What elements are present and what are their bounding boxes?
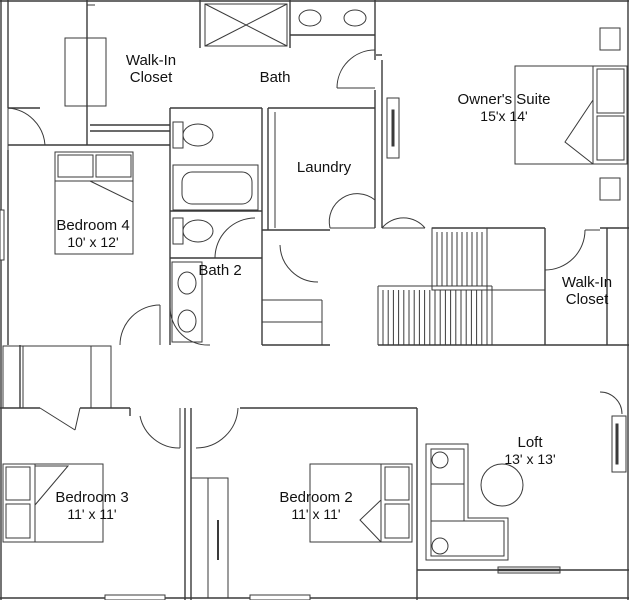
- room-name: Bedroom 2: [279, 489, 353, 506]
- room-name: Bath: [259, 69, 291, 86]
- room-name: Walk-In: [561, 274, 613, 291]
- room-name: Closet: [129, 69, 173, 86]
- windows: [0, 209, 561, 600]
- loft-tv-console: [611, 415, 627, 473]
- room-label-laundry: Laundry: [288, 159, 360, 176]
- room-dimensions: 10' x 12': [67, 234, 119, 250]
- hall-closet: [2, 345, 112, 409]
- closet-shelves: [64, 4, 400, 159]
- room-label-bath-2: Bath 2: [188, 262, 252, 279]
- room-name: Closet: [565, 291, 609, 308]
- room-label-bath: Bath: [245, 69, 305, 86]
- room-label-bedroom-3: Bedroom 3 11' x 11': [44, 489, 140, 523]
- room-dimensions: 13' x 13': [504, 451, 556, 467]
- nightstands: [599, 27, 621, 201]
- laundry-fixtures: [262, 112, 323, 345]
- room-dimensions: 15'x 14': [480, 108, 528, 124]
- room-name: Loft: [517, 434, 543, 451]
- bath-fixtures: [171, 3, 367, 343]
- room-name: Owner's Suite: [457, 91, 551, 108]
- room-name: Laundry: [296, 159, 352, 176]
- bed-bedroom-4: [54, 151, 134, 255]
- room-label-owners-suite: Owner's Suite 15'x 14': [444, 91, 564, 125]
- bed-owners-suite: [514, 65, 628, 165]
- bed-bedroom-2: [309, 463, 413, 543]
- room-name: Walk-In: [125, 52, 177, 69]
- room-dimensions: 11' x 11': [291, 506, 341, 522]
- loft-sectional-sofa: [425, 443, 509, 561]
- room-label-loft: Loft 13' x 13': [490, 434, 570, 468]
- room-label-bedroom-2: Bedroom 2 11' x 11': [268, 489, 364, 523]
- room-name: Bedroom 4: [56, 217, 130, 234]
- room-name: Bedroom 3: [55, 489, 129, 506]
- loft-round-table: [480, 463, 524, 507]
- room-label-bedroom-4: Bedroom 4 10' x 12': [45, 217, 141, 251]
- bed-bedroom-3: [2, 463, 104, 543]
- room-label-walk-in-closet-2: Walk-In Closet: [550, 274, 624, 308]
- door-swings: [7, 49, 623, 449]
- stair-treads: [382, 232, 488, 345]
- room-label-walk-in-closet-1: Walk-In Closet: [112, 52, 190, 86]
- room-dimensions: 11' x 11': [67, 506, 117, 522]
- room-name: Bath 2: [198, 262, 242, 279]
- bedroom-2-closet: [190, 477, 229, 599]
